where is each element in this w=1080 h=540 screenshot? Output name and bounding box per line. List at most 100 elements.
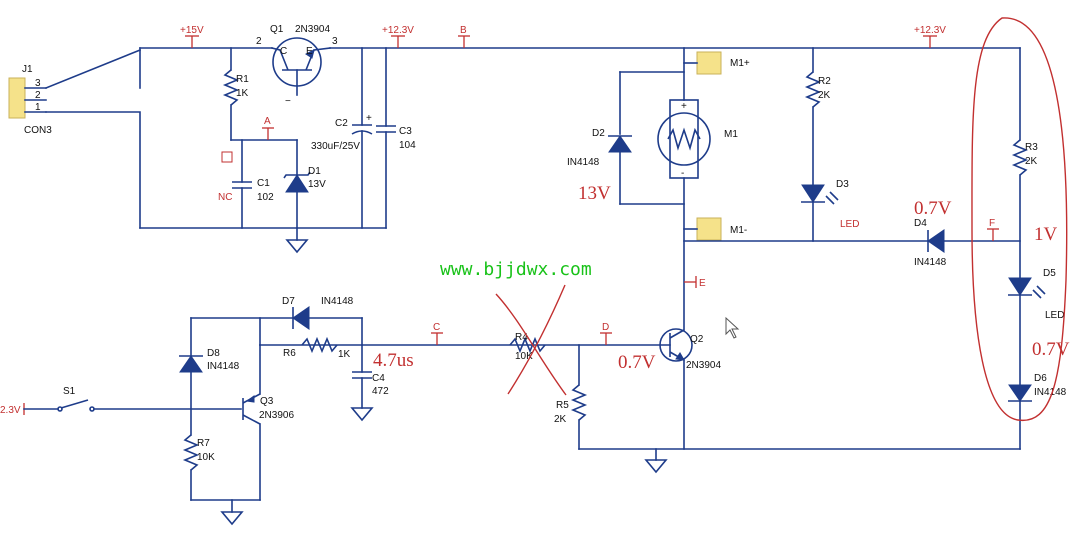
switch-s1: S1 bbox=[57, 386, 95, 412]
j1-pin3: 3 bbox=[35, 78, 41, 89]
diode-d8: D8 IN4148 bbox=[179, 348, 240, 373]
c4-label: C4 bbox=[372, 373, 385, 384]
r4-value: 10K bbox=[515, 351, 533, 362]
r1-label: R1 bbox=[236, 74, 249, 85]
q3-label: Q3 bbox=[260, 396, 274, 407]
node-c: C bbox=[431, 322, 443, 345]
q1-emitter: E bbox=[306, 46, 313, 57]
m1-minus-sign: - bbox=[681, 168, 684, 179]
power-15v: +15V bbox=[180, 25, 204, 48]
node-e: E bbox=[684, 276, 706, 289]
capacitor-c3: C3 104 bbox=[376, 47, 416, 229]
annotation-4v7us: 4.7us bbox=[373, 350, 414, 371]
r7-label: R7 bbox=[197, 438, 210, 449]
diode-d7: D7 IN4148 bbox=[282, 296, 354, 330]
transistor-q3: Q3 2N3906 bbox=[242, 344, 294, 501]
node-a-label: A bbox=[264, 116, 271, 127]
node-e-label: E bbox=[699, 278, 706, 289]
q1-type: 2N3904 bbox=[295, 24, 330, 35]
input-2v3: 2.3V bbox=[0, 403, 25, 416]
annotation-d6-0v7: 0.7V bbox=[1032, 339, 1070, 360]
r2-value: 2K bbox=[818, 90, 831, 101]
transistor-q2: Q2 2N3904 bbox=[659, 328, 721, 450]
j1-label: J1 bbox=[22, 64, 33, 75]
r3-label: R3 bbox=[1025, 142, 1038, 153]
annotation-13v: 13V bbox=[578, 183, 611, 204]
pad-m1-plus bbox=[696, 51, 722, 75]
resistor-r4: R4 10K bbox=[509, 332, 546, 362]
input-2v3-label: 2.3V bbox=[0, 405, 21, 416]
d3-label: D3 bbox=[836, 179, 849, 190]
highlight-ellipse bbox=[971, 17, 1068, 422]
d6-value: IN4148 bbox=[1034, 387, 1067, 398]
capacitor-c1: C1 102 NC bbox=[218, 139, 274, 229]
c1-nc-label: NC bbox=[218, 192, 232, 203]
d4-value: IN4148 bbox=[914, 257, 947, 268]
node-f-label: F bbox=[989, 218, 995, 229]
q1-collector: C bbox=[280, 46, 287, 57]
watermark-url: www.bjjdwx.com bbox=[440, 259, 592, 280]
node-b: B bbox=[458, 25, 470, 48]
node-c-label: C bbox=[433, 322, 440, 333]
ground-drive bbox=[644, 448, 668, 474]
c4-value: 472 bbox=[372, 386, 389, 397]
led-d5: D5 LED bbox=[1008, 268, 1064, 386]
d7-value: IN4148 bbox=[321, 296, 354, 307]
resistor-r3: R3 2K bbox=[1011, 139, 1038, 279]
r3-value: 2K bbox=[1025, 156, 1038, 167]
annotation-1v: 1V bbox=[1034, 224, 1058, 245]
wire-j1-pin3 bbox=[44, 48, 142, 90]
annotation-d4-0v7: 0.7V bbox=[914, 198, 952, 219]
q2-type: 2N3904 bbox=[686, 360, 721, 371]
r6-label: R6 bbox=[283, 348, 296, 359]
resistor-r7: R7 10K bbox=[182, 434, 215, 501]
m1-minus-label: M1- bbox=[730, 225, 747, 236]
node-d-label: D bbox=[602, 322, 609, 333]
d3-value: LED bbox=[840, 219, 859, 230]
annotation-q2-0v7: 0.7V bbox=[618, 352, 656, 373]
d5-value: LED bbox=[1045, 310, 1064, 321]
diode-d6: D6 IN4148 bbox=[1008, 373, 1067, 450]
ground-supply bbox=[285, 227, 309, 254]
resistor-r1: R1 1K bbox=[222, 47, 249, 141]
s1-label: S1 bbox=[63, 386, 76, 397]
q3-type: 2N3906 bbox=[259, 410, 294, 421]
d4-label: D4 bbox=[914, 218, 927, 229]
d1-value: 13V bbox=[308, 179, 326, 190]
c1-label: C1 bbox=[257, 178, 270, 189]
transistor-q1: Q1 2N3904 2 3 C E − bbox=[256, 24, 338, 107]
j1-pin2: 2 bbox=[35, 90, 41, 101]
capacitor-c2: + C2 330uF/25V bbox=[311, 47, 373, 229]
d2-value: IN4148 bbox=[567, 157, 600, 168]
resistor-r5: R5 2K bbox=[554, 344, 588, 450]
c1-value: 102 bbox=[257, 192, 274, 203]
wire-j1-pin1 bbox=[45, 111, 141, 229]
c2-plus: + bbox=[366, 113, 372, 124]
mouse-cursor-icon bbox=[725, 316, 740, 339]
m1-label: M1 bbox=[724, 129, 738, 140]
node-f: F bbox=[987, 218, 999, 241]
r5-value: 2K bbox=[554, 414, 567, 425]
m1-plus-label: M1+ bbox=[730, 58, 750, 69]
zener-d1: D1 13V bbox=[283, 139, 326, 229]
node-a: A bbox=[262, 116, 274, 140]
c3-label: C3 bbox=[399, 126, 412, 137]
node-b-label: B bbox=[460, 25, 467, 36]
led-d3: D3 LED bbox=[801, 179, 859, 242]
q1-pin3: 3 bbox=[332, 36, 338, 47]
capacitor-c4: C4 472 bbox=[350, 371, 389, 422]
resistor-r2: R2 2K bbox=[804, 47, 831, 186]
c2-label: C2 bbox=[335, 118, 348, 129]
q1-base-minus: − bbox=[285, 96, 291, 107]
strike-cross bbox=[495, 284, 567, 396]
c2-value: 330uF/25V bbox=[311, 141, 360, 152]
r2-label: R2 bbox=[818, 76, 831, 87]
power-12v-b: +12.3V bbox=[914, 25, 946, 48]
q1-label: Q1 bbox=[270, 24, 284, 35]
q2-label: Q2 bbox=[690, 334, 704, 345]
r6-value: 1K bbox=[338, 349, 351, 360]
d6-label: D6 bbox=[1034, 373, 1047, 384]
power-12v-a: +12.3V bbox=[382, 25, 414, 48]
power-12v-a-label: +12.3V bbox=[382, 25, 414, 36]
q1-pin2: 2 bbox=[256, 36, 262, 47]
